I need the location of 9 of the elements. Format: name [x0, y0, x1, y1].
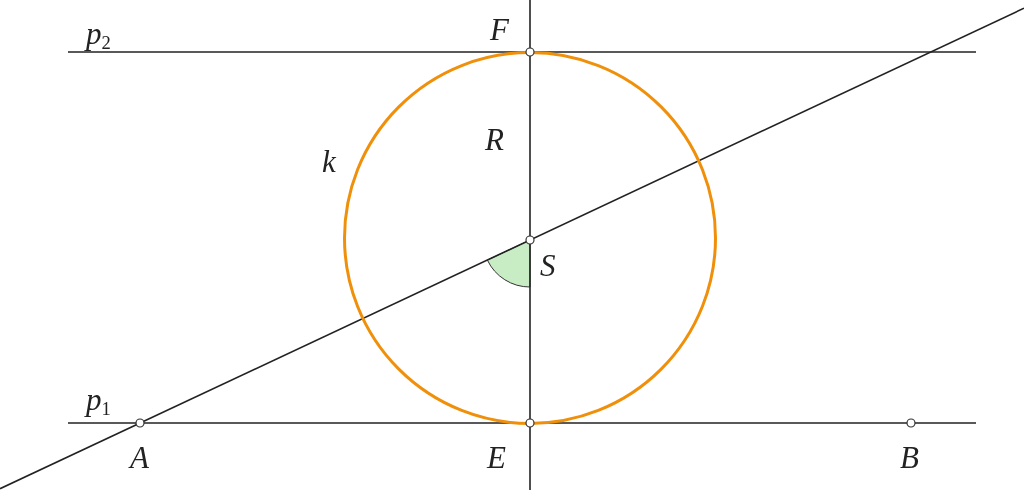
- point-label: A: [130, 442, 149, 473]
- line-label: p$_{2}$: [86, 18, 111, 53]
- point-label: B: [900, 442, 919, 473]
- point-label: S: [540, 250, 556, 281]
- line-label: p$_{1}$: [86, 384, 111, 419]
- point-label: F: [490, 14, 509, 45]
- point-label: R: [485, 124, 504, 155]
- point-label: k: [322, 146, 336, 177]
- point-label: E: [487, 442, 506, 473]
